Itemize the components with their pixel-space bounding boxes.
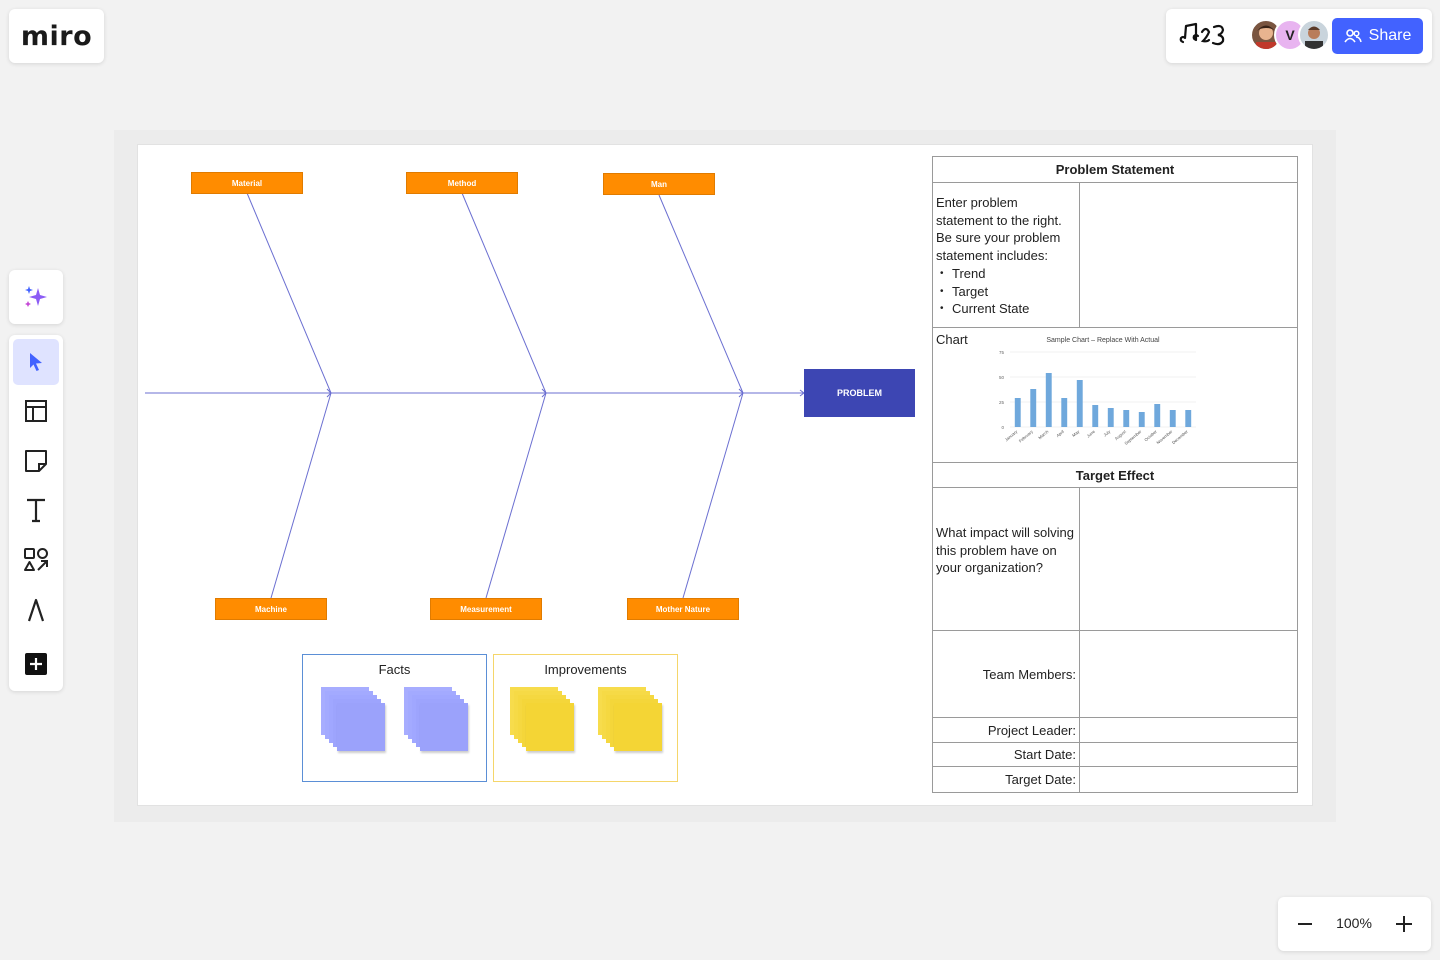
bullet-target: Target [936, 283, 1076, 301]
target-effect-input[interactable] [1080, 488, 1297, 631]
problem-statement-header: Problem Statement [933, 157, 1297, 183]
chart-bar [1107, 408, 1114, 427]
chart-x-tick-label: December [1171, 429, 1189, 446]
chart-x-tick-label: January [1004, 428, 1019, 442]
zoom-in-button[interactable] [1391, 911, 1417, 937]
chart-bar [1061, 398, 1068, 427]
problem-box[interactable]: PROBLEM [804, 369, 915, 417]
chart-bar [1154, 404, 1161, 427]
chart-x-tick-label: April [1055, 429, 1065, 438]
chart-bar [1169, 410, 1176, 427]
sticky-note-icon [25, 450, 47, 472]
top-right-panel: V Share [1166, 9, 1432, 63]
miro-logo[interactable]: miro [9, 9, 104, 63]
problem-statement-table[interactable]: Problem Statement Enter problem statemen… [932, 156, 1298, 793]
chart-bar [1185, 410, 1192, 427]
target-effect-header: Target Effect [933, 463, 1297, 488]
chart-bar [1123, 410, 1130, 427]
zoom-out-button[interactable] [1292, 911, 1318, 937]
pen-icon [27, 598, 45, 622]
improvements-title: Improvements [544, 662, 627, 677]
ai-assist-button[interactable] [9, 270, 63, 324]
start-date-input[interactable] [1080, 743, 1297, 767]
minus-icon [1298, 923, 1312, 925]
pen-tool[interactable] [13, 587, 59, 633]
chart-bar [1045, 373, 1052, 427]
select-tool[interactable] [13, 339, 59, 385]
chart-x-tick-label: May [1071, 428, 1081, 437]
target-date-input[interactable] [1080, 767, 1297, 792]
cursor-icon [30, 353, 42, 371]
problem-statement-instructions: Enter problem statement to the right. Be… [933, 183, 1080, 328]
fishbone-category-material[interactable]: Material [191, 172, 303, 194]
sticky-note-tool[interactable] [13, 438, 59, 484]
layout-icon [25, 400, 47, 422]
facts-title: Facts [378, 662, 411, 677]
shapes-icon [24, 548, 48, 571]
chart-x-tick-label: March [1037, 429, 1050, 441]
sample-bar-chart[interactable]: Sample Chart – Replace With Actual 0 25 50 7… [988, 330, 1208, 455]
improvements-frame[interactable]: Improvements [493, 654, 678, 782]
chart-y-tick-label: 50 [999, 375, 1005, 380]
fishbone-category-method[interactable]: Method [406, 172, 518, 194]
plus-icon [1396, 916, 1412, 932]
plus-square-icon [25, 653, 47, 675]
share-label: Share [1368, 27, 1412, 44]
improvements-sticky-stack[interactable] [598, 687, 668, 757]
target-effect-prompt: What impact will solving this problem ha… [933, 488, 1080, 631]
fishbone-category-man[interactable]: Man [603, 173, 715, 195]
problem-statement-input[interactable] [1080, 183, 1297, 328]
logo-text: miro [20, 20, 93, 52]
fishbone-category-machine[interactable]: Machine [215, 598, 327, 620]
zoom-level[interactable]: 100% [1336, 915, 1372, 931]
chart-x-tick-label: June [1086, 429, 1097, 439]
team-members-input[interactable] [1080, 631, 1297, 718]
zoom-controls: 100% [1278, 897, 1431, 951]
chart-bar [1030, 389, 1037, 427]
chart-x-tick-label: February [1018, 428, 1035, 443]
chart-bar [1014, 398, 1021, 427]
collaborator-avatar[interactable] [1298, 19, 1330, 51]
project-leader-input[interactable] [1080, 718, 1297, 743]
facts-sticky-stack[interactable] [321, 687, 391, 757]
start-date-label: Start Date: [933, 743, 1080, 767]
chart-title: Sample Chart – Replace With Actual [1046, 337, 1160, 344]
problem-statement-bullets: Trend Target Current State [936, 265, 1076, 318]
bullet-current-state: Current State [936, 300, 1076, 318]
left-toolbar [9, 335, 63, 691]
fishbone-category-mother-nature[interactable]: Mother Nature [627, 598, 739, 620]
templates-tool[interactable] [13, 388, 59, 434]
chart-label: Chart [936, 332, 968, 347]
target-date-label: Target Date: [933, 767, 1080, 792]
users-icon [1343, 29, 1362, 43]
chart-bar [1138, 412, 1145, 427]
share-button[interactable]: Share [1332, 18, 1423, 54]
chart-bar [1092, 405, 1099, 427]
chart-bar [1076, 380, 1083, 427]
chart-y-tick-label: 0 [1001, 425, 1004, 430]
improvements-sticky-stack[interactable] [510, 687, 580, 757]
facts-frame[interactable]: Facts [302, 654, 487, 782]
problem-statement-intro: Enter problem statement to the right. Be… [936, 195, 1062, 263]
shapes-tool[interactable] [13, 537, 59, 583]
chart-x-tick-label: September [1123, 429, 1142, 446]
chart-x-tick-label: July [1102, 428, 1112, 437]
team-members-label: Team Members: [933, 631, 1080, 718]
chart-y-tick-label: 25 [999, 400, 1005, 405]
text-tool[interactable] [13, 487, 59, 533]
fishbone-category-measurement[interactable]: Measurement [430, 598, 542, 620]
chart-y-tick-label: 75 [999, 350, 1005, 355]
sparkle-icon [25, 286, 47, 307]
facts-sticky-stack[interactable] [404, 687, 474, 757]
bullet-trend: Trend [936, 265, 1076, 283]
collaborator-avatar[interactable] [1250, 19, 1282, 51]
chart-cell: Chart Sample Chart – Replace With Actual… [933, 328, 1297, 463]
text-icon [27, 498, 45, 523]
project-leader-label: Project Leader: [933, 718, 1080, 743]
more-tools-button[interactable] [13, 641, 59, 687]
reactions-icon[interactable] [1178, 20, 1232, 55]
